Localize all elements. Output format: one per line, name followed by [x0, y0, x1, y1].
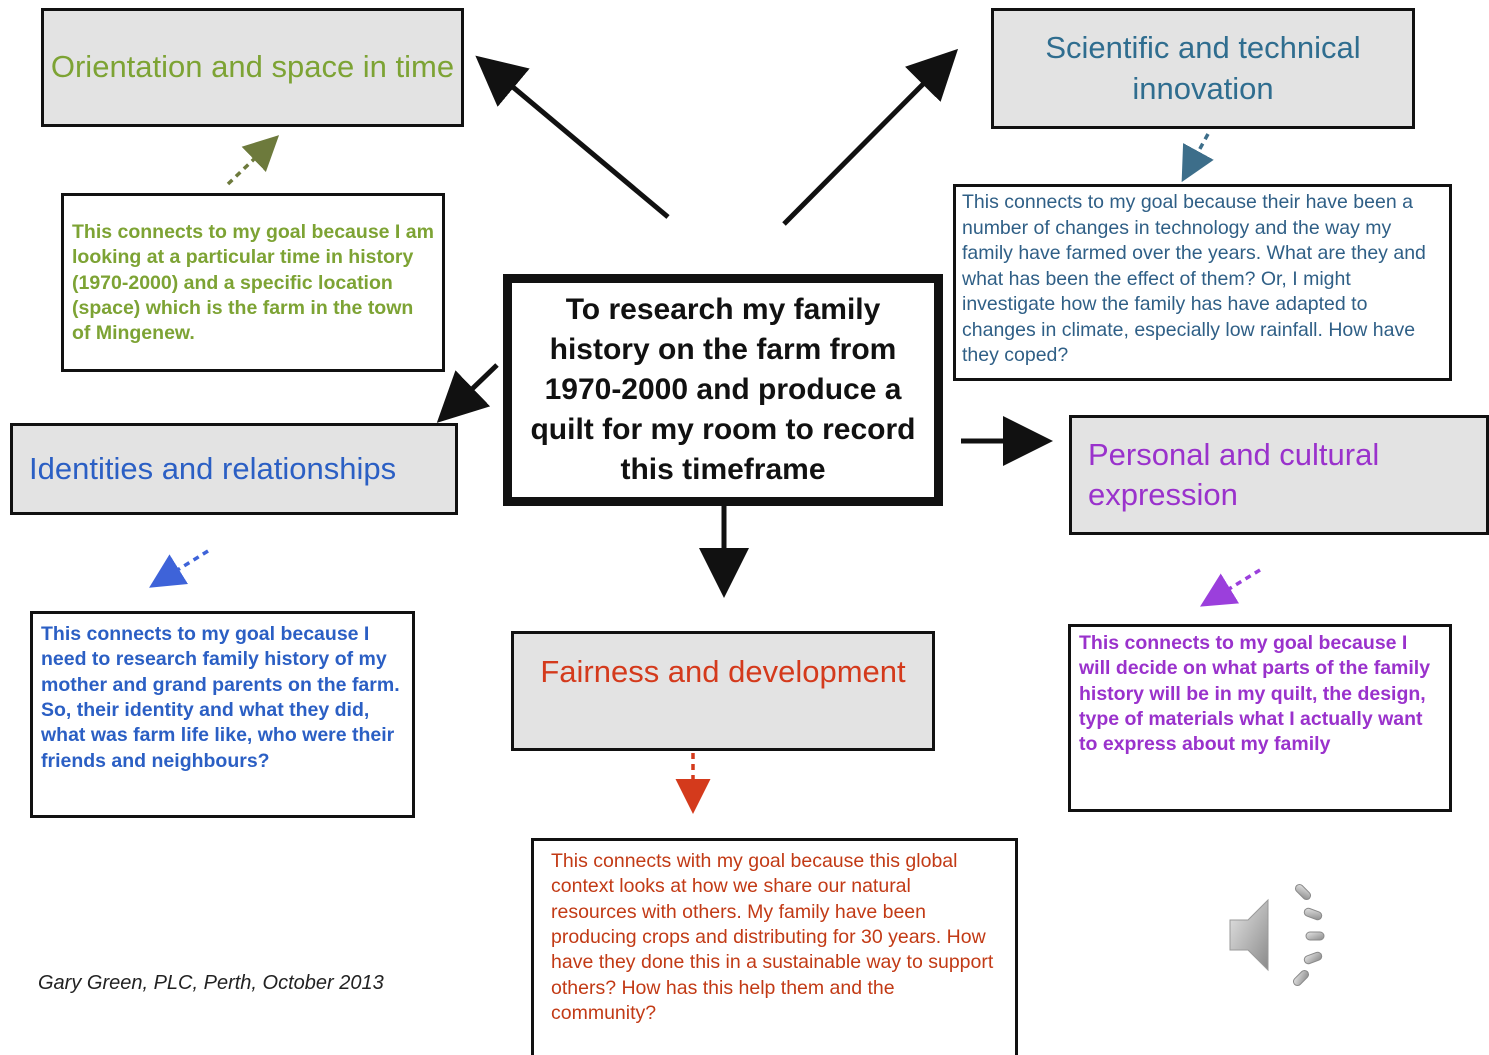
personal-note-text: This connects to my goal because I will …: [1079, 632, 1431, 756]
central-goal: To research my family history on the far…: [503, 274, 943, 506]
scientific-topic-title: Scientific and technical innovation: [1045, 30, 1361, 106]
identities-topic-title: Identities and relationships: [29, 450, 397, 486]
orientation-note-box: This connects to my goal because I am lo…: [61, 193, 445, 372]
dashed-arrow-personal: [1200, 568, 1261, 607]
orientation-note-text: This connects to my goal because I am lo…: [72, 221, 434, 345]
personal-topic-box: Personal and cultural expression: [1069, 415, 1489, 535]
personal-note-box: This connects to my goal because I will …: [1068, 624, 1452, 812]
central-goal-text: To research my family history on the far…: [530, 292, 916, 487]
identities-note-box: This connects to my goal because I need …: [30, 611, 415, 818]
fairness-topic-title: Fairness and development: [540, 654, 906, 689]
fairness-note-text: This connects with my goal because this …: [551, 850, 994, 1025]
speaker-icon[interactable]: [1222, 880, 1332, 990]
arrow-to-orientation: [475, 55, 670, 219]
orientation-topic-box: Orientation and space in time: [41, 8, 464, 127]
arrow-to-identities: [436, 363, 499, 423]
personal-topic-title: Personal and cultural expression: [1088, 436, 1380, 512]
orientation-topic-title: Orientation and space in time: [50, 49, 455, 85]
fairness-note-box: This connects with my goal because this …: [531, 838, 1018, 1055]
scientific-note-text: This connects to my goal because their h…: [962, 191, 1426, 367]
dashed-arrow-orientation: [226, 135, 280, 186]
dashed-arrow-scientific: [1181, 133, 1214, 183]
identities-note-text: This connects to my goal because I need …: [41, 623, 400, 772]
fairness-topic-box: Fairness and development: [511, 631, 935, 751]
dashed-arrow-identities: [149, 549, 209, 588]
scientific-topic-box: Scientific and technical innovation: [991, 8, 1415, 129]
scientific-note-box: This connects to my goal because their h…: [953, 184, 1452, 381]
arrow-to-scientific: [782, 48, 959, 226]
author-credit: Gary Green, PLC, Perth, October 2013: [38, 972, 384, 994]
identities-topic-box: Identities and relationships: [10, 423, 458, 515]
